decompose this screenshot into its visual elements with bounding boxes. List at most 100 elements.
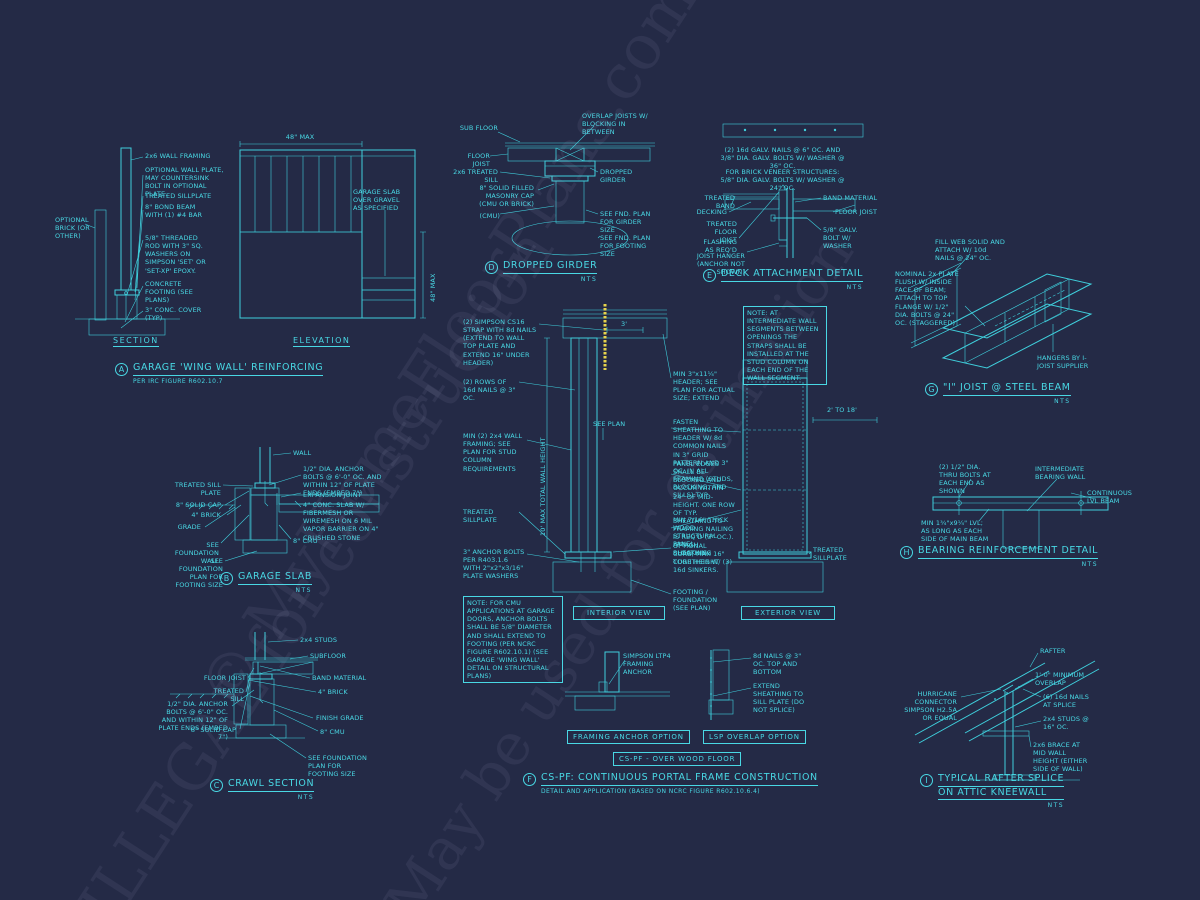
e-ann-flashing: FLASHING AS REQ'D <box>703 238 737 255</box>
decking-lines <box>723 193 779 198</box>
f-exterior-view-label: EXTERIOR VIEW <box>741 606 835 620</box>
detail-h-badge: H <box>900 546 913 559</box>
detail-g: FILL WEB SOLID AND ATTACH W/ 10d NAILS @… <box>895 230 1155 410</box>
detail-b: WALL TREATED SILL PLATE 8" SOLID CAP 4" … <box>165 445 395 600</box>
detail-f-title-text: CS-PF: CONTINUOUS PORTAL FRAME CONSTRUCT… <box>541 772 818 786</box>
detail-i-badge: I <box>920 774 933 787</box>
wall-stub2 <box>712 649 730 701</box>
d-ann-subfloor: SUB FLOOR <box>459 124 498 132</box>
detail-c-title-text: CRAWL SECTION <box>228 778 315 792</box>
f-ann-cmu-note: NOTE: FOR CMU APPLICATIONS AT GARAGE DOO… <box>463 596 563 684</box>
leader-lines <box>728 191 856 253</box>
detail-h-title: H BEARING REINFORCEMENT DETAIL NTS <box>900 545 1099 568</box>
stud-column <box>570 337 598 553</box>
sheathing-panel <box>742 377 808 555</box>
f-ann-header: MIN 3"x11¼" HEADER; SEE PLAN FOR ACTUAL … <box>673 370 735 403</box>
footing <box>235 724 287 739</box>
treated-sill <box>249 673 273 680</box>
leader-lines <box>489 125 601 239</box>
rim-joist <box>574 695 616 711</box>
leader-lines <box>960 652 1042 748</box>
footing-left <box>552 561 632 593</box>
detail-h-nts: NTS <box>1081 560 1099 568</box>
wall-stub <box>604 651 620 693</box>
detail-i-nts: NTS <box>1047 802 1065 809</box>
b-ann-fnd-wall: SEE FOUNDATION WALL <box>174 541 219 566</box>
detail-g-title: G "I" JOIST @ STEEL BEAM NTS <box>925 382 1071 405</box>
header <box>562 317 668 339</box>
c-ann-brick: 4" BRICK <box>318 688 348 696</box>
b-ann-brick: 4" BRICK <box>191 511 221 519</box>
c-ann-cap: 8" SOLID CAP <box>190 726 236 734</box>
nail-dot <box>710 669 712 671</box>
detail-c: 2x4 STUDS SUBFLOOR FLOOR JOIST TREATED S… <box>150 630 390 810</box>
cmu-wall <box>250 494 278 541</box>
a-ann-brick: OPTIONAL BRICK (OR OTHER) <box>55 216 90 241</box>
d-ann-cmu: (CMU) <box>479 212 500 220</box>
i-joist-chords <box>910 262 962 349</box>
garage-slab-drawing <box>185 447 380 562</box>
f-ann-seg-note: NOTE: AT INTERMEDIATE WALL SEGMENTS BETW… <box>743 306 827 386</box>
c-ann-grade: FINISH GRADE <box>316 714 364 722</box>
brick-veneer <box>234 487 251 541</box>
joist-left <box>507 147 557 162</box>
d-ann-footing-size: SEE FND. PLAN FOR FOOTING SIZE <box>600 234 651 259</box>
leader-lines <box>84 156 144 329</box>
hurricane-connector-mark <box>1002 684 1014 692</box>
i-ann-studs: 2x4 STUDS @ 16" OC. <box>1043 715 1089 732</box>
steel-beam-drawing <box>910 253 1093 369</box>
treated-sill <box>551 175 589 182</box>
b-ann-wall: WALL <box>293 449 312 457</box>
stud-lines <box>578 338 589 552</box>
detail-f-title: F CS-PF: CONTINUOUS PORTAL FRAME CONSTRU… <box>523 772 818 795</box>
finish-grade <box>170 693 234 699</box>
leader-lines <box>949 253 1054 352</box>
plan-band <box>722 123 864 138</box>
f-ann-sill-left: TREATED SILLPLATE <box>463 508 497 525</box>
f-ann-anchor: SIMPSON LTP4 FRAMING ANCHOR <box>623 652 671 677</box>
d-ann-overlap: OVERLAP JOISTS W/ BLOCKING IN BETWEEN <box>582 112 648 137</box>
c-ann-bolts: 1/2" DIA. ANCHOR BOLTS @ 6'-0" OC. AND W… <box>158 700 228 741</box>
a-ann-footing: CONCRETE FOOTING (SEE PLANS) <box>145 280 193 305</box>
i-ann-overlap: 1'-0" MINIMUM OVERLAP <box>1035 671 1085 688</box>
footing <box>242 539 288 554</box>
lsp-overlap-option-drawing <box>708 649 734 720</box>
framing-anchor-option-drawing <box>565 651 670 711</box>
grade-line <box>185 504 235 510</box>
span-dim-line <box>812 417 878 423</box>
e-ann-band: BAND MATERIAL <box>823 194 878 202</box>
b-ann-cap: 8" SOLID CAP <box>175 501 221 509</box>
joist-hanger <box>1044 281 1062 323</box>
anchor-bolt <box>264 481 269 507</box>
a-dim-width: 48" MAX <box>285 133 315 141</box>
splice-nail <box>1006 692 1008 694</box>
d-ann-joist: FLOOR JOIST <box>467 152 490 169</box>
b-ann-footing: SEE FOUNDATION PLAN FOR FOOTING SIZE <box>175 557 223 590</box>
h-ann-lvl: MIN 1¾"x9¼" LVL; AS LONG AS EACH SIDE OF… <box>921 519 989 544</box>
f-ann-bolts: 3" ANCHOR BOLTS PER R403.1.6 WITH 2"x2"x… <box>463 548 525 581</box>
bolt-dot <box>773 128 777 132</box>
f-ann-strap: (2) SIMPSON CS16 STRAP WITH 8d NAILS (EX… <box>463 318 537 367</box>
detail-i-title-line2: ON ATTIC KNEEWALL <box>938 787 1065 800</box>
detail-f-badge: F <box>523 773 536 786</box>
c-ann-band: BAND MATERIAL <box>312 674 367 682</box>
flashing-line <box>778 184 788 191</box>
dim-line-right <box>420 231 426 319</box>
wall-framing <box>120 147 132 291</box>
i-ann-hurricane: HURRICANE CONNECTOR SIMPSON H2.5A OR EQU… <box>904 690 957 723</box>
detail-a-title: A GARAGE 'WING WALL' REINFORCING PER IRC… <box>115 362 324 385</box>
detail-g-badge: G <box>925 383 938 396</box>
rafter-1 <box>914 662 1050 744</box>
rafter-2 <box>964 660 1100 742</box>
i-ann-rafter: RAFTER <box>1040 647 1066 655</box>
garage-slab <box>361 277 416 291</box>
f-opt-anchor-label: FRAMING ANCHOR OPTION <box>567 730 690 744</box>
band-section <box>786 188 794 258</box>
bolt-dot <box>833 128 837 132</box>
a-view-section: SECTION <box>113 336 159 347</box>
section-drawing <box>75 147 180 336</box>
splice-nail <box>994 698 996 700</box>
a-ann-opt-plate: OPTIONAL WALL PLATE, MAY COUNTERSINK BOL… <box>145 166 224 199</box>
floor-lines <box>565 691 670 697</box>
dropped-girder-drawing <box>489 125 655 256</box>
